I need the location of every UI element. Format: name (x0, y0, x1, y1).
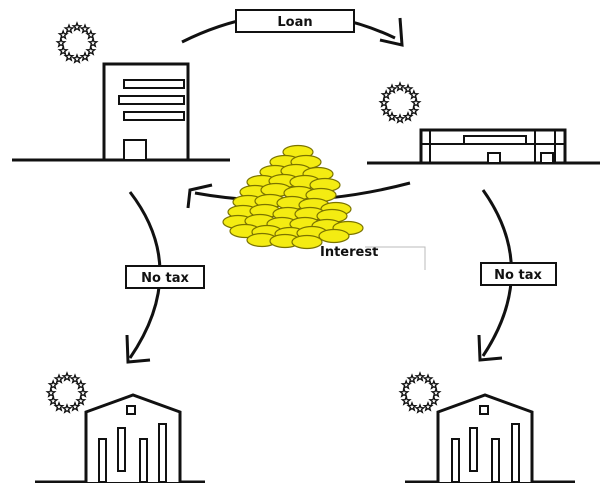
coin-pile-icon (222, 144, 364, 250)
building-top-left (12, 62, 230, 162)
eu-star (378, 97, 390, 108)
building-bottom-right (405, 393, 575, 483)
eu-star (428, 379, 440, 390)
eu-star (402, 111, 414, 122)
eu-star (79, 23, 91, 34)
eu-star (61, 403, 73, 414)
eu-star (400, 395, 412, 406)
eu-star (386, 111, 398, 122)
eu-star (55, 37, 67, 48)
eu-stars-icon (378, 81, 422, 124)
eu-star (408, 105, 420, 116)
eu-star (63, 51, 75, 62)
no-tax-label-left: No tax (125, 265, 205, 289)
eu-star (45, 387, 57, 398)
eu-star (422, 401, 434, 412)
eu-star (406, 401, 418, 412)
eu-star (71, 53, 83, 64)
eu-star (53, 373, 65, 384)
eu-star (428, 395, 440, 406)
no-tax-label-right: No tax (480, 262, 557, 286)
eu-star (85, 45, 97, 56)
eu-star (414, 403, 426, 414)
no-tax-right-text: No tax (494, 268, 542, 283)
no-tax-left-text: No tax (141, 271, 189, 286)
loan-label-text: Loan (277, 15, 312, 30)
eu-star (79, 51, 91, 62)
eu-star (402, 83, 414, 94)
eu-star (61, 371, 73, 382)
eu-star (380, 105, 392, 116)
eu-star (75, 395, 87, 406)
eu-star (57, 45, 69, 56)
eu-star (394, 81, 406, 92)
eu-stars-icon (398, 371, 442, 414)
eu-star (69, 373, 81, 384)
eu-star (414, 371, 426, 382)
eu-star (394, 113, 406, 124)
eu-star (408, 89, 420, 100)
eu-star (69, 401, 81, 412)
eu-star (422, 373, 434, 384)
eu-star (430, 387, 442, 398)
coin (291, 234, 323, 250)
eu-star (386, 83, 398, 94)
eu-stars-icon (45, 371, 89, 414)
interest-label: Interest (320, 245, 426, 270)
eu-star (400, 379, 412, 390)
eu-star (410, 97, 422, 108)
building-bottom-left (35, 393, 205, 483)
loan-label: Loan (235, 9, 355, 33)
eu-star (75, 379, 87, 390)
eu-star (71, 21, 83, 32)
eu-star (87, 37, 99, 48)
eu-star (380, 89, 392, 100)
eu-star (398, 387, 410, 398)
eu-star (406, 373, 418, 384)
eu-star (57, 29, 69, 40)
interest-label-text: Interest (320, 245, 378, 260)
coin (318, 228, 350, 244)
eu-star (63, 23, 75, 34)
eu-star (85, 29, 97, 40)
eu-star (77, 387, 89, 398)
eu-stars-icon (55, 21, 99, 64)
eu-star (47, 395, 59, 406)
eu-star (53, 401, 65, 412)
building-top-right (367, 128, 600, 165)
eu-star (47, 379, 59, 390)
